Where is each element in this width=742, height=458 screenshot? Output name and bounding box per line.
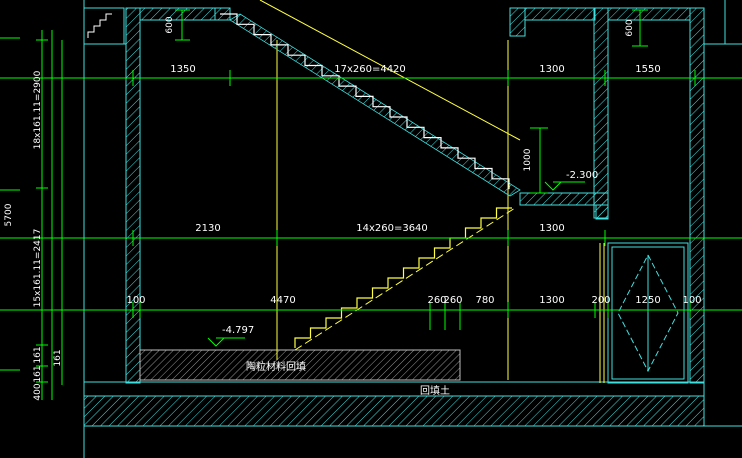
dim-100-left: 100 <box>126 295 145 306</box>
dim-1250: 1250 <box>635 295 660 306</box>
structure-walls <box>83 0 742 458</box>
guide-lines <box>259 0 521 380</box>
dim-200: 200 <box>591 295 610 306</box>
dim-1550: 1550 <box>635 64 660 75</box>
dim-total-height: 5700 <box>4 203 14 226</box>
dim-1000: 1000 <box>523 148 533 171</box>
dim-400: 400 <box>33 383 43 400</box>
dim-260-a: 260 <box>427 295 446 306</box>
dim-161-b: 161 <box>53 349 63 366</box>
label-backfill: 陶粒材料回填 <box>246 360 306 373</box>
vertical-dimensions: 600 600 1000 18x161.11=2900 5700 15x161.… <box>4 16 635 400</box>
dim-1300-top: 1300 <box>539 64 564 75</box>
dim-1350: 1350 <box>170 64 195 75</box>
dimension-row-2: 2130 14x260=3640 1300 <box>195 223 564 234</box>
lower-stair-flight <box>294 207 512 348</box>
dim-161-a: 161 <box>33 346 43 363</box>
dim-upper-risers: 18x161.11=2900 <box>33 70 43 149</box>
dim-260-b: 260 <box>443 295 462 306</box>
dim-2130: 2130 <box>195 223 220 234</box>
level-landing: -2.300 <box>566 170 598 181</box>
dim-lower-risers: 15x161.11=2417 <box>33 229 43 308</box>
dim-1300-bottom: 1300 <box>539 295 564 306</box>
dim-upper-flight: 17x260=4420 <box>334 64 406 75</box>
dim-161-c: 161 <box>33 365 43 382</box>
level-bottom: -4.797 <box>222 325 254 336</box>
label-ground: 回填土 <box>420 384 450 397</box>
dimension-row-3: 100 4470 260 260 780 1300 200 1250 100 <box>126 295 701 306</box>
dim-780: 780 <box>475 295 494 306</box>
door-opening <box>599 242 689 384</box>
top-left-steps <box>87 13 112 38</box>
upper-stair-flight <box>220 13 521 197</box>
dimension-row-1: 1350 17x260=4420 1300 1550 <box>170 64 660 75</box>
dim-600-left: 600 <box>165 16 175 33</box>
material-labels: 陶粒材料回填 回填土 <box>246 360 450 397</box>
dimension-lines <box>0 9 742 400</box>
dim-600-right: 600 <box>625 19 635 36</box>
dim-lower-flight: 14x260=3640 <box>356 223 428 234</box>
dim-1300-mid: 1300 <box>539 223 564 234</box>
dim-100-right: 100 <box>682 295 701 306</box>
level-markers: -2.300 -4.797 <box>222 170 598 336</box>
dim-4470: 4470 <box>270 295 295 306</box>
